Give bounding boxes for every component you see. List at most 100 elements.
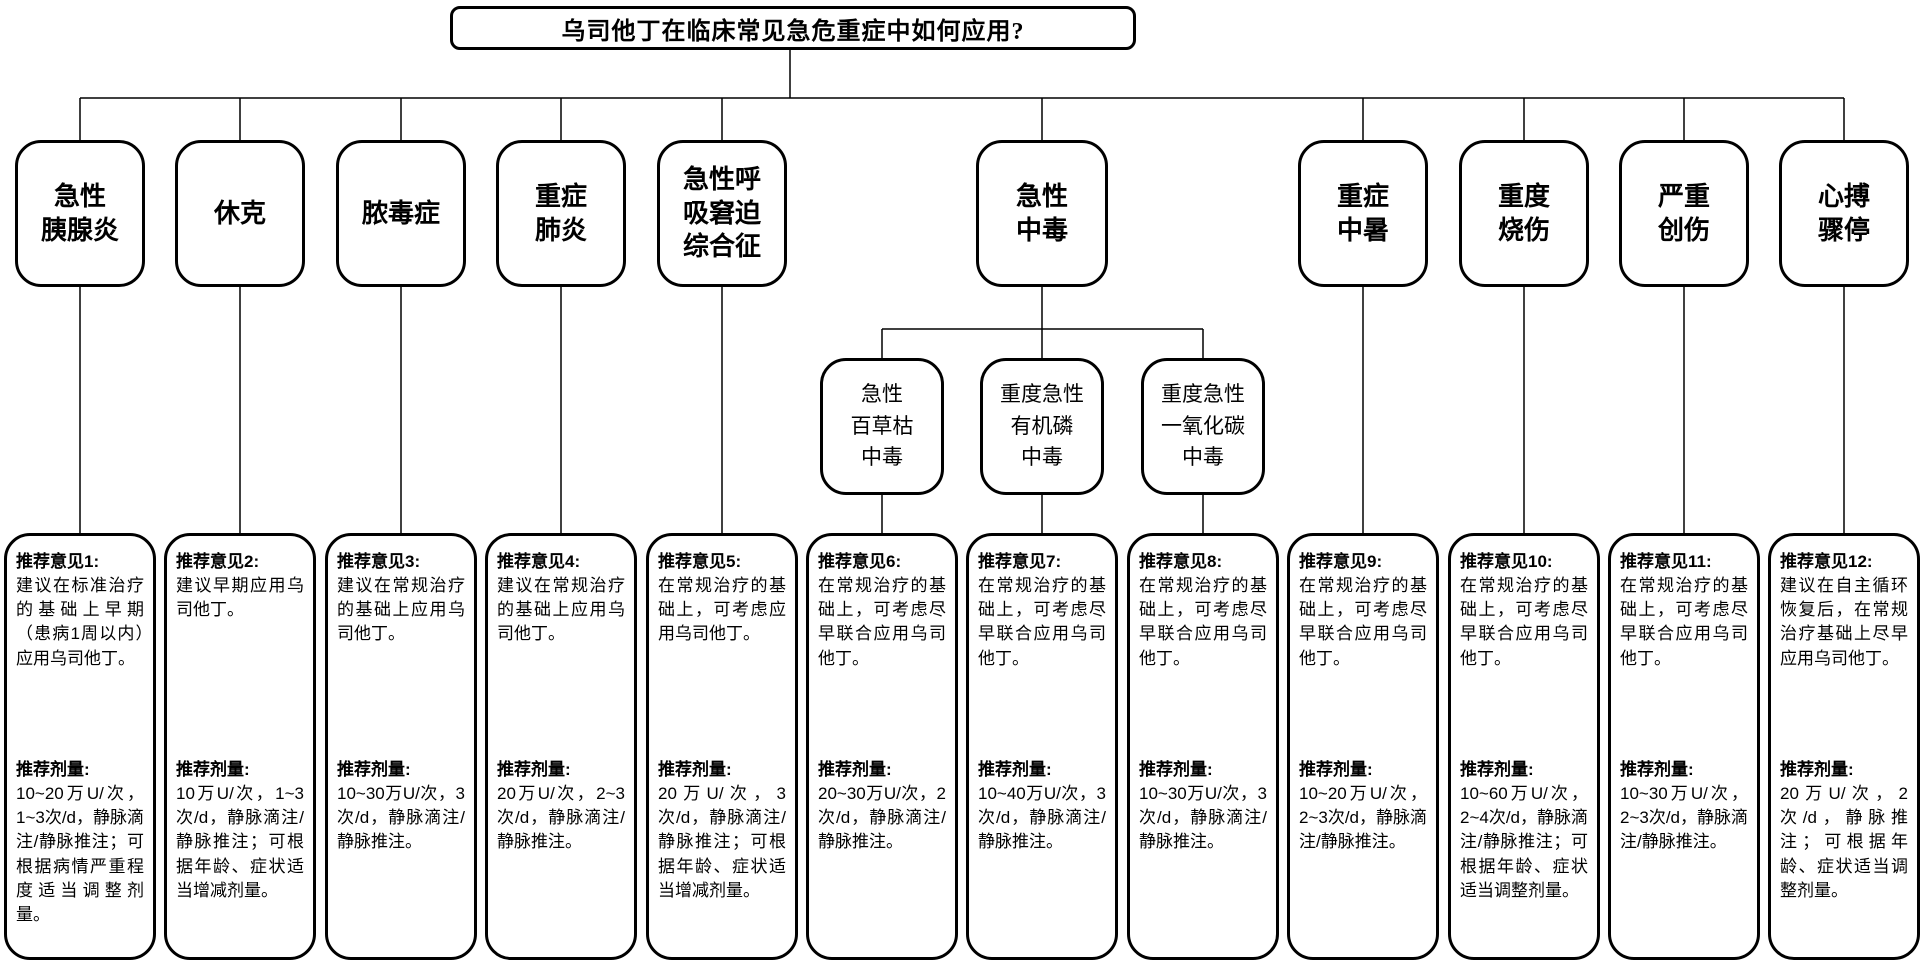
- recommendation-heading: 推荐意见7:: [978, 552, 1062, 571]
- recommendation-heading: 推荐意见8:: [1139, 552, 1223, 571]
- dose-heading: 推荐剂量:: [497, 760, 571, 779]
- condition-label: 心搏 骤停: [1817, 181, 1870, 245]
- recommendation-heading: 推荐意见4:: [497, 552, 581, 571]
- title-box: 乌司他丁在临床常见急危重症中如何应用?: [450, 6, 1136, 50]
- recommendation-heading: 推荐意见1:: [16, 552, 100, 571]
- dose-heading: 推荐剂量:: [337, 760, 411, 779]
- dose-text: 10~20万U/次，2~3次/d，静脉滴注/静脉推注。: [1299, 784, 1428, 852]
- recommendation-8: 推荐意见8: 在常规治疗的基础上，可考虑尽早联合应用乌司他丁。 推荐剂量: 10…: [1127, 533, 1279, 960]
- condition-sepsis: 脓毒症: [336, 140, 466, 287]
- dose-section: 推荐剂量: 20万U/次，3次/d，静脉滴注/静脉推注；可根据年龄、症状适当增减…: [658, 758, 786, 903]
- dose-section: 推荐剂量: 10~30万U/次，3次/d，静脉滴注/静脉推注。: [337, 758, 465, 855]
- condition-label: 休克: [213, 198, 266, 228]
- dose-section: 推荐剂量: 10~30万U/次，3次/d，静脉滴注/静脉推注。: [1139, 758, 1267, 855]
- dose-text: 10万U/次，1~3次/d，静脉滴注/静脉推注；可根据年龄、症状适当增减剂量。: [176, 784, 304, 900]
- dose-section: 推荐剂量: 10~20万U/次，2~3次/d，静脉滴注/静脉推注。: [1299, 758, 1427, 855]
- dose-section: 推荐剂量: 10~30万U/次，2~3次/d，静脉滴注/静脉推注。: [1620, 758, 1748, 855]
- recommendation-heading: 推荐意见3:: [337, 552, 421, 571]
- dose-text: 20~30万U/次，2次/d，静脉滴注/静脉推注。: [818, 784, 946, 852]
- condition-label: 重症 中暑: [1336, 181, 1389, 245]
- subcondition-label: 重度急性 有机磷 中毒: [1000, 382, 1084, 470]
- recommendation-opinion: 在常规治疗的基础上，可考虑尽早联合应用乌司他丁。: [1139, 576, 1267, 668]
- condition-severe-pneumonia: 重症 肺炎: [496, 140, 626, 287]
- recommendation-7: 推荐意见7: 在常规治疗的基础上，可考虑尽早联合应用乌司他丁。 推荐剂量: 10…: [966, 533, 1118, 960]
- recommendation-4: 推荐意见4: 建议在常规治疗的基础上应用乌司他丁。 推荐剂量: 20万U/次，2…: [485, 533, 637, 960]
- dose-heading: 推荐剂量:: [1139, 760, 1213, 779]
- dose-heading: 推荐剂量:: [1620, 760, 1694, 779]
- condition-label: 急性呼 吸窘迫 综合征: [682, 164, 761, 262]
- dose-heading: 推荐剂量:: [658, 760, 732, 779]
- recommendation-3: 推荐意见3: 建议在常规治疗的基础上应用乌司他丁。 推荐剂量: 10~30万U/…: [325, 533, 477, 960]
- condition-severe-burns: 重度 烧伤: [1459, 140, 1589, 287]
- dose-section: 推荐剂量: 10~20万U/次，1~3次/d，静脉滴注/静脉推注；可根据病情严重…: [16, 758, 144, 927]
- dose-text: 10~40万U/次，3次/d，静脉滴注/静脉推注。: [978, 784, 1106, 852]
- recommendation-9: 推荐意见9: 在常规治疗的基础上，可考虑尽早联合应用乌司他丁。 推荐剂量: 10…: [1287, 533, 1439, 960]
- recommendation-opinion: 在常规治疗的基础上，可考虑尽早联合应用乌司他丁。: [978, 576, 1106, 668]
- recommendation-opinion: 在常规治疗的基础上，可考虑应用乌司他丁。: [658, 576, 786, 644]
- condition-ards: 急性呼 吸窘迫 综合征: [657, 140, 787, 287]
- condition-label: 重症 肺炎: [534, 181, 587, 245]
- condition-shock: 休克: [175, 140, 305, 287]
- recommendation-12: 推荐意见12: 建议在自主循环恢复后，在常规治疗基础上尽早应用乌司他丁。 推荐剂…: [1768, 533, 1920, 960]
- recommendation-5: 推荐意见5: 在常规治疗的基础上，可考虑应用乌司他丁。 推荐剂量: 20万U/次…: [646, 533, 798, 960]
- recommendation-opinion: 建议在自主循环恢复后，在常规治疗基础上尽早应用乌司他丁。: [1780, 576, 1908, 668]
- recommendation-opinion: 在常规治疗的基础上，可考虑尽早联合应用乌司他丁。: [1299, 576, 1427, 668]
- dose-section: 推荐剂量: 10~40万U/次，3次/d，静脉滴注/静脉推注。: [978, 758, 1106, 855]
- recommendation-opinion: 建议在常规治疗的基础上应用乌司他丁。: [497, 576, 625, 644]
- recommendation-2: 推荐意见2: 建议早期应用乌司他丁。 推荐剂量: 10万U/次，1~3次/d，静…: [164, 533, 316, 960]
- recommendation-10: 推荐意见10: 在常规治疗的基础上，可考虑尽早联合应用乌司他丁。 推荐剂量: 1…: [1448, 533, 1600, 960]
- recommendation-heading: 推荐意见10:: [1460, 552, 1553, 571]
- condition-label: 脓毒症: [361, 198, 440, 228]
- dose-heading: 推荐剂量:: [1299, 760, 1373, 779]
- condition-acute-pancreatitis: 急性 胰腺炎: [15, 140, 145, 287]
- condition-severe-trauma: 严重 创伤: [1619, 140, 1749, 287]
- connector-path: [79, 44, 1845, 533]
- condition-cardiac-arrest: 心搏 骤停: [1779, 140, 1909, 287]
- condition-label: 重度 烧伤: [1497, 181, 1550, 245]
- recommendation-heading: 推荐意见6:: [818, 552, 902, 571]
- dose-heading: 推荐剂量:: [978, 760, 1052, 779]
- condition-acute-poisoning: 急性 中毒: [976, 140, 1108, 287]
- dose-section: 推荐剂量: 10万U/次，1~3次/d，静脉滴注/静脉推注；可根据年龄、症状适当…: [176, 758, 304, 903]
- recommendation-opinion: 建议在标准治疗的基础上早期（患病1周以内）应用乌司他丁。: [16, 576, 144, 668]
- condition-severe-heatstroke: 重症 中暑: [1298, 140, 1428, 287]
- dose-section: 推荐剂量: 20万U/次，2~3次/d，静脉滴注/静脉推注。: [497, 758, 625, 855]
- recommendation-heading: 推荐意见12:: [1780, 552, 1873, 571]
- recommendation-heading: 推荐意见11:: [1620, 552, 1712, 571]
- recommendation-opinion: 在常规治疗的基础上，可考虑尽早联合应用乌司他丁。: [1460, 576, 1588, 668]
- recommendation-opinion: 建议早期应用乌司他丁。: [176, 576, 304, 620]
- dose-text: 10~60万U/次，2~4次/d，静脉滴注/静脉推注；可根据年龄、症状适当调整剂…: [1460, 784, 1589, 900]
- dose-text: 10~30万U/次，2~3次/d，静脉滴注/静脉推注。: [1620, 784, 1749, 852]
- dose-text: 20万U/次，3次/d，静脉滴注/静脉推注；可根据年龄、症状适当增减剂量。: [658, 784, 786, 900]
- dose-section: 推荐剂量: 20~30万U/次，2次/d，静脉滴注/静脉推注。: [818, 758, 946, 855]
- condition-label: 急性 胰腺炎: [40, 181, 119, 245]
- recommendation-heading: 推荐意见5:: [658, 552, 742, 571]
- subcondition-paraquat-poisoning: 急性 百草枯 中毒: [820, 358, 944, 495]
- dose-heading: 推荐剂量:: [1460, 760, 1534, 779]
- dose-section: 推荐剂量: 20万U/次，2次/d，静脉推注；可根据年龄、症状适当调整剂量。: [1780, 758, 1908, 903]
- dose-section: 推荐剂量: 10~60万U/次，2~4次/d，静脉滴注/静脉推注；可根据年龄、症…: [1460, 758, 1588, 903]
- condition-label: 严重 创伤: [1657, 181, 1710, 245]
- recommendation-heading: 推荐意见9:: [1299, 552, 1383, 571]
- dose-heading: 推荐剂量:: [16, 760, 90, 779]
- dose-text: 10~30万U/次，3次/d，静脉滴注/静脉推注。: [1139, 784, 1267, 852]
- recommendation-opinion: 建议在常规治疗的基础上应用乌司他丁。: [337, 576, 465, 644]
- recommendation-heading: 推荐意见2:: [176, 552, 260, 571]
- subcondition-label: 重度急性 一氧化碳 中毒: [1161, 382, 1245, 470]
- condition-label: 急性 中毒: [1015, 181, 1068, 245]
- subcondition-organophosphorus-poisoning: 重度急性 有机磷 中毒: [980, 358, 1104, 495]
- recommendation-opinion: 在常规治疗的基础上，可考虑尽早联合应用乌司他丁。: [1620, 576, 1748, 668]
- dose-text: 20万U/次，2~3次/d，静脉滴注/静脉推注。: [497, 784, 625, 852]
- recommendation-opinion: 在常规治疗的基础上，可考虑尽早联合应用乌司他丁。: [818, 576, 946, 668]
- dose-heading: 推荐剂量:: [1780, 760, 1854, 779]
- dose-heading: 推荐剂量:: [176, 760, 250, 779]
- subcondition-label: 急性 百草枯 中毒: [850, 382, 914, 470]
- dose-heading: 推荐剂量:: [818, 760, 892, 779]
- page-title: 乌司他丁在临床常见急危重症中如何应用?: [561, 18, 1025, 45]
- dose-text: 10~30万U/次，3次/d，静脉滴注/静脉推注。: [337, 784, 465, 852]
- subcondition-carbon-monoxide-poisoning: 重度急性 一氧化碳 中毒: [1141, 358, 1265, 495]
- dose-text: 10~20万U/次，1~3次/d，静脉滴注/静脉推注；可根据病情严重程度适当调整…: [16, 784, 145, 924]
- recommendation-11: 推荐意见11: 在常规治疗的基础上，可考虑尽早联合应用乌司他丁。 推荐剂量: 1…: [1608, 533, 1760, 960]
- recommendation-6: 推荐意见6: 在常规治疗的基础上，可考虑尽早联合应用乌司他丁。 推荐剂量: 20…: [806, 533, 958, 960]
